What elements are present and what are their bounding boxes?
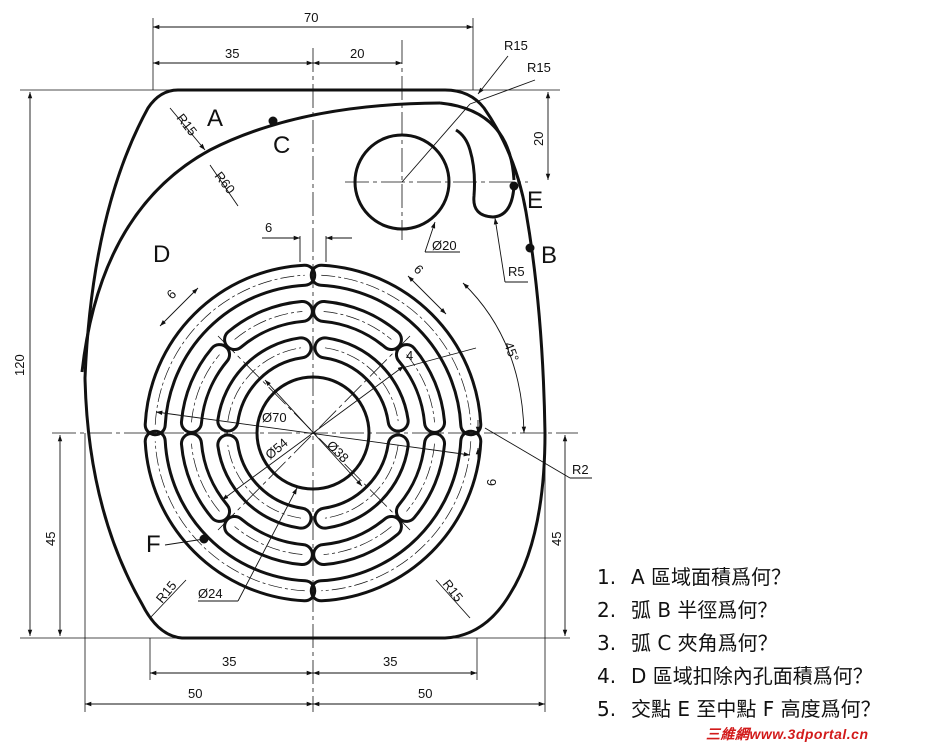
ring-slot-2 [223, 514, 314, 566]
slot-centerline [234, 526, 303, 555]
dim-35-bottom-right: 35 [383, 654, 397, 669]
dim-r5: R5 [508, 264, 525, 279]
dim-6-left: 6 [164, 286, 180, 302]
label-b: B [541, 242, 557, 269]
label-e: E [527, 187, 543, 214]
dim-phi70: Ø70 [262, 410, 287, 425]
question-5: 5.交點 E 至中點 F 高度爲何？ [597, 697, 881, 721]
point-c [268, 116, 278, 126]
ring-slot-2 [312, 300, 403, 352]
dim-70: 70 [304, 10, 318, 25]
dim-r15-bottom-left: R15 [153, 578, 180, 606]
dim-6-vertical: 6 [484, 479, 499, 486]
dim-6-top: 6 [265, 220, 272, 235]
slot-centerline [406, 443, 435, 512]
dim-r15-left: R15 [174, 111, 201, 139]
label-f: F [146, 531, 161, 558]
ring-slot-3 [313, 336, 410, 433]
slot-centerline [323, 311, 392, 340]
question-text: 弧 B 半徑爲何？ [631, 598, 778, 622]
slot-centerline [324, 347, 399, 422]
slot-centerline [191, 443, 220, 512]
question-1: 1.A 區域面積爲何？ [597, 565, 792, 589]
dim-20-right: 20 [531, 132, 546, 146]
question-4: 4.D 區域扣除內孔面積爲何？ [597, 664, 873, 688]
watermark: 三維網www.3dportal.cn [706, 726, 869, 742]
arc-r5-loop [455, 128, 516, 219]
label-a: A [207, 105, 223, 132]
dim-35-bottom-left: 35 [222, 654, 236, 669]
dim-120: 120 [12, 354, 27, 376]
region-labels: A C D E B F [146, 105, 557, 558]
dim-35-top: 35 [225, 46, 239, 61]
slot-centerline [323, 526, 392, 555]
dim-r15-top-b: R15 [527, 60, 551, 75]
question-text: D 區域扣除內孔面積爲何？ [631, 664, 873, 688]
slot-centerline [154, 441, 305, 592]
label-d: D [153, 241, 170, 268]
ring-slot-2 [312, 514, 403, 566]
outer-contour [83, 88, 547, 640]
dim-phi24: Ø24 [198, 586, 223, 601]
ring-slot-2 [180, 432, 232, 523]
label-c: C [273, 132, 290, 159]
dim-20-top: 20 [350, 46, 364, 61]
dim-45-angle: 45° [501, 340, 522, 364]
hole-phi20 [353, 133, 451, 231]
question-3: 3.弧 C 夾角爲何？ [597, 631, 778, 655]
slot-centerline [234, 311, 303, 340]
dim-4: 4 [406, 348, 413, 363]
question-text: 交點 E 至中點 F 高度爲何？ [631, 697, 881, 721]
slot-centerline [154, 274, 305, 425]
dim-6-right: 6 [411, 262, 427, 278]
dim-45-right: 45 [549, 532, 564, 546]
question-list: 1.A 區域面積爲何？ 2.弧 B 半徑爲何？ 3.弧 C 夾角爲何？ 4.D … [597, 561, 881, 726]
slot-centerline [406, 354, 435, 423]
dim-r2: R2 [572, 462, 589, 477]
point-e [509, 181, 519, 191]
slot-centerline [321, 441, 472, 592]
arc-r60 [80, 101, 441, 373]
question-text: 弧 C 夾角爲何？ [631, 631, 778, 655]
ring-slot-2 [223, 300, 314, 352]
dim-phi20: Ø20 [432, 238, 457, 253]
dim-50-bottom-left: 50 [188, 686, 202, 701]
dim-phi54: Ø54 [262, 435, 290, 462]
question-text: A 區域面積爲何？ [631, 565, 792, 589]
ring-slot-2 [394, 343, 446, 434]
dim-r15-top-a: R15 [504, 38, 528, 53]
dim-phi38: Ø38 [324, 438, 352, 466]
question-2: 2.弧 B 半徑爲何？ [597, 598, 778, 622]
dim-r15-bottom-right: R15 [440, 577, 467, 605]
dim-45-left: 45 [43, 532, 58, 546]
slot-centerline [227, 444, 302, 519]
point-b [525, 243, 535, 253]
slot-centerline [191, 354, 220, 423]
slot-centerline [321, 274, 472, 425]
dimension-texts: 70 35 20 R15 R15 20 R15 R60 Ø20 R5 6 6 6… [12, 10, 589, 701]
arc-r15-top [439, 101, 516, 181]
ring-slot-2 [394, 432, 446, 523]
dimension-lines [27, 24, 592, 707]
dim-50-bottom-right: 50 [418, 686, 432, 701]
